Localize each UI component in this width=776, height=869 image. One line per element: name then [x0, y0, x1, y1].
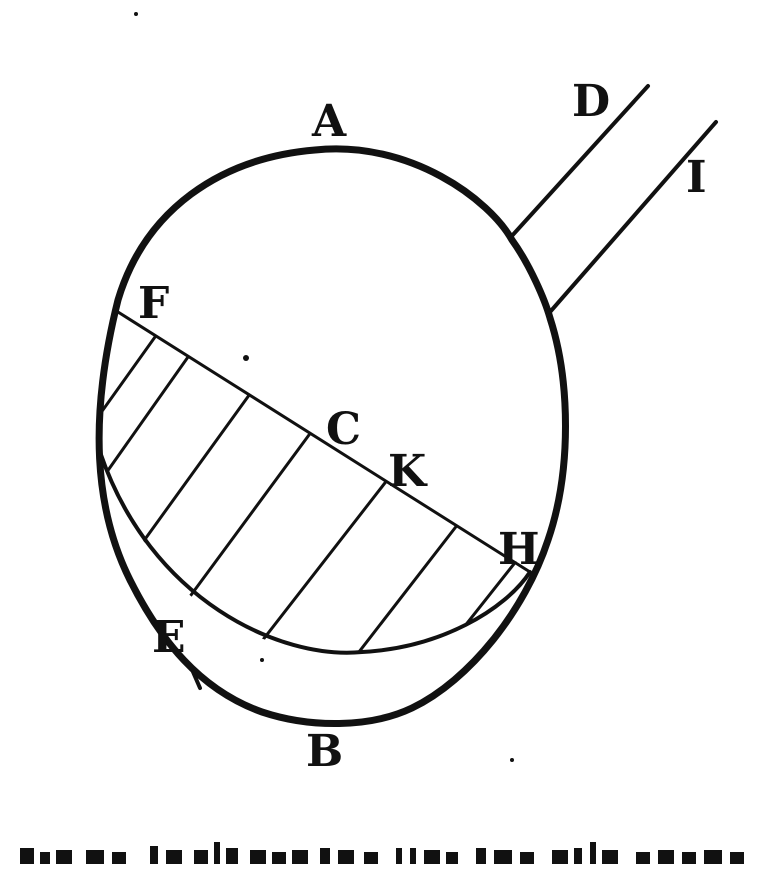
line-fh: [116, 310, 532, 574]
label-d: D: [572, 76, 610, 127]
ink-speck: [134, 12, 138, 16]
fluid-lower-arc: [98, 450, 532, 655]
tick-near-e: [188, 663, 202, 690]
hatched-region: [98, 328, 527, 653]
label-e: E: [152, 612, 186, 663]
tube-line-i: [548, 120, 718, 314]
label-b: B: [306, 726, 343, 777]
label-k: K: [388, 446, 428, 497]
vessel-outline: [95, 145, 569, 728]
tube-line-d: [508, 84, 650, 240]
cropped-text-marks: [20, 842, 744, 864]
label-c: C: [326, 404, 361, 455]
ink-speck: [260, 658, 264, 662]
label-a: A: [311, 96, 347, 147]
label-f: F: [138, 278, 169, 329]
cropped-text-line: [0, 818, 776, 864]
label-h: H: [498, 524, 540, 575]
label-i: I: [686, 152, 707, 203]
ink-speck: [243, 355, 249, 361]
ink-speck: [510, 758, 514, 762]
